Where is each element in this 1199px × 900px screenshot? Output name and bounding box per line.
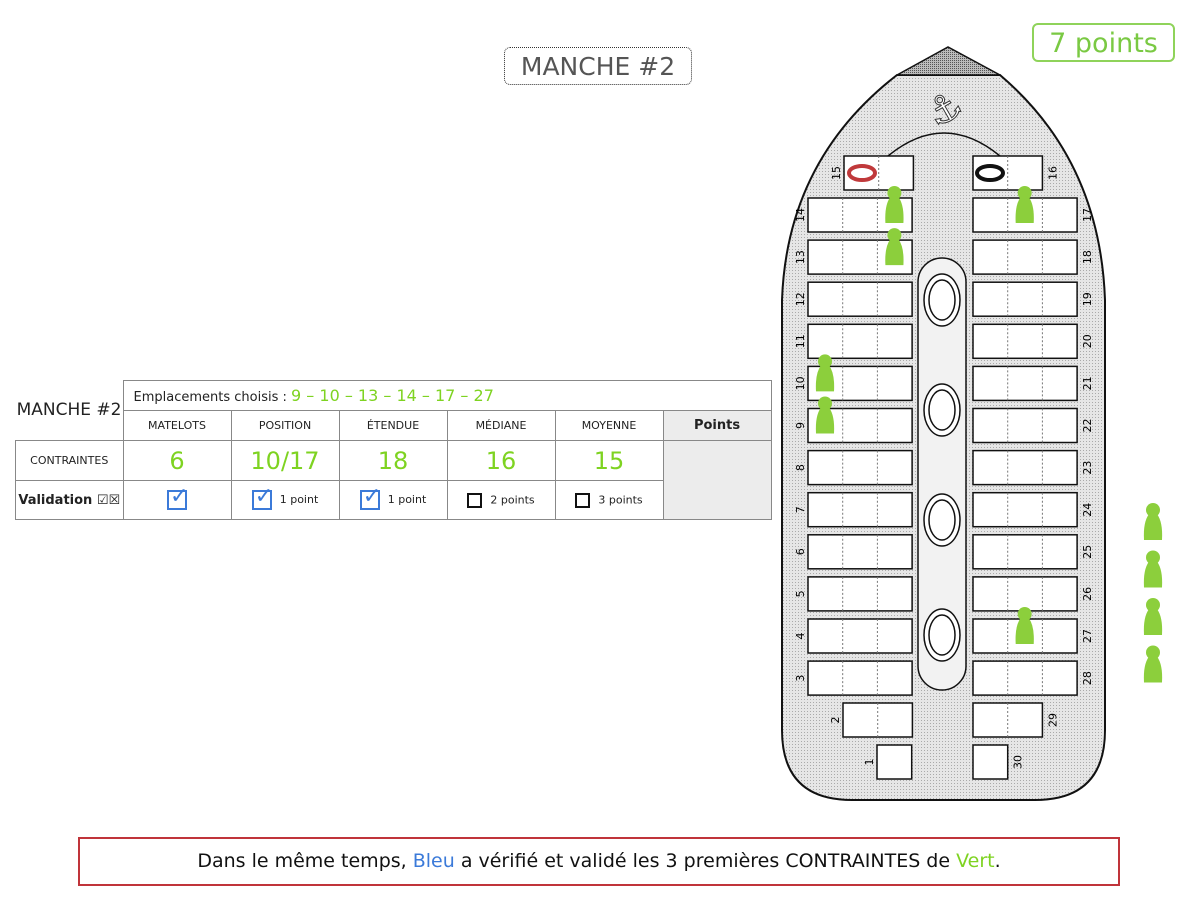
slot-number: 16 (1046, 166, 1059, 180)
chosen-slots-label: Emplacements choisis : (133, 390, 287, 405)
red-ring (847, 164, 877, 182)
slot-number: 5 (794, 590, 807, 597)
validation-points-label: 2 points (490, 493, 535, 506)
slot-19[interactable] (972, 281, 1078, 317)
contrainte-value: 10/17 (230, 440, 340, 481)
validation-checkbox[interactable] (251, 484, 273, 510)
pawn[interactable] (885, 228, 904, 266)
manche-label: MANCHE #2 (16, 400, 122, 421)
header-points: Points (662, 410, 772, 441)
slot-number: 27 (1081, 629, 1094, 643)
slot-12[interactable] (807, 281, 913, 317)
round-title: MANCHE #2 (504, 47, 692, 85)
slot-22[interactable] (972, 407, 1078, 444)
boat-bow (896, 46, 1001, 76)
slot-number: 12 (794, 292, 807, 306)
slot-number: 17 (1081, 208, 1094, 222)
pawn[interactable] (815, 396, 835, 434)
slot-number: 8 (794, 464, 807, 471)
slot-number: 4 (794, 633, 807, 640)
validation-cell: 1 point (338, 480, 448, 520)
slot-21[interactable] (972, 365, 1078, 402)
slot-18[interactable] (972, 239, 1078, 275)
header-matelots: MATELOTS (122, 410, 232, 441)
slot-1[interactable] (876, 744, 913, 780)
slot-7[interactable] (807, 491, 913, 528)
slot-number: 10 (794, 376, 807, 390)
validation-points-label: 3 points (598, 493, 643, 506)
validation-checkbox[interactable] (575, 492, 591, 508)
validation-points-label: 1 point (387, 493, 427, 506)
black-ring (975, 164, 1005, 182)
slot-number: 19 (1081, 292, 1094, 306)
slot-number: 6 (794, 548, 807, 555)
slot-28[interactable] (972, 660, 1078, 696)
validation-cell (122, 480, 232, 520)
slot-number: 21 (1081, 376, 1094, 390)
mast-channel (917, 257, 967, 691)
slot-25[interactable] (972, 534, 1078, 570)
validation-points-label: 1 point (279, 493, 319, 506)
validation-label: Validation ☑☒ (15, 480, 124, 520)
slot-number: 29 (1046, 713, 1059, 727)
slot-11[interactable] (807, 323, 913, 360)
slot-number: 7 (794, 506, 807, 513)
pawn[interactable] (1143, 550, 1163, 588)
slot-number: 15 (830, 166, 843, 180)
slot-6[interactable] (807, 534, 913, 570)
pawn[interactable] (1015, 607, 1034, 644)
pawn[interactable] (1015, 186, 1034, 223)
slot-number: 22 (1081, 419, 1094, 433)
slot-number: 13 (794, 250, 807, 264)
slot-20[interactable] (972, 323, 1078, 360)
pawn[interactable] (1143, 503, 1163, 540)
info-message: Dans le même temps, Bleu a vérifié et va… (78, 837, 1120, 886)
validation-checkbox[interactable] (467, 492, 483, 508)
slot-number: 18 (1081, 250, 1094, 264)
slot-number: 24 (1081, 503, 1094, 517)
slot-24[interactable] (972, 491, 1078, 528)
msg-text: a vérifié et validé les 3 premières CONT… (454, 850, 957, 872)
slot-number: 28 (1081, 671, 1094, 685)
header-mediane: MÉDIANE (446, 410, 556, 441)
points-cell (662, 440, 772, 520)
pawn[interactable] (1143, 598, 1163, 635)
score-badge: 7 points (1032, 23, 1175, 62)
slot-26[interactable] (972, 576, 1078, 612)
slot-number: 26 (1081, 587, 1094, 601)
validation-checkbox[interactable] (359, 484, 381, 510)
slot-5[interactable] (807, 576, 913, 612)
msg-blue: Bleu (412, 850, 455, 872)
pawn[interactable] (885, 186, 904, 223)
slot-23[interactable] (972, 449, 1078, 486)
slot-number: 9 (794, 422, 807, 429)
slot-number: 2 (829, 717, 842, 724)
chosen-slots-value: 9 – 10 – 13 – 14 – 17 – 27 (291, 386, 494, 405)
slot-4[interactable] (807, 618, 913, 654)
slot-number: 11 (794, 334, 807, 348)
slot-number: 20 (1081, 334, 1094, 348)
slot-3[interactable] (807, 660, 913, 696)
slot-8[interactable] (807, 449, 913, 486)
slot-number: 25 (1081, 545, 1094, 559)
slot-number: 14 (794, 208, 807, 222)
validation-checkbox[interactable] (167, 484, 188, 510)
contraintes-label: CONTRAINTES (15, 440, 124, 481)
msg-green: Vert (956, 850, 995, 872)
slot-30[interactable] (972, 744, 1009, 780)
constraints-table: MANCHE #2 Emplacements choisis : 9 – 10 … (15, 380, 772, 520)
pawn[interactable] (815, 354, 835, 392)
slot-number: 1 (863, 759, 876, 766)
contrainte-value: 6 (122, 440, 232, 481)
slot-number: 30 (1012, 755, 1025, 769)
msg-text: Dans le même temps, (197, 850, 413, 872)
slot-number: 23 (1081, 461, 1094, 475)
msg-text: . (994, 850, 1001, 872)
validation-cell: 3 points (554, 480, 664, 520)
header-moyenne: MOYENNE (554, 410, 664, 441)
pawn[interactable] (1143, 645, 1163, 683)
slot-number: 3 (794, 675, 807, 682)
validation-cell: 2 points (446, 480, 556, 520)
